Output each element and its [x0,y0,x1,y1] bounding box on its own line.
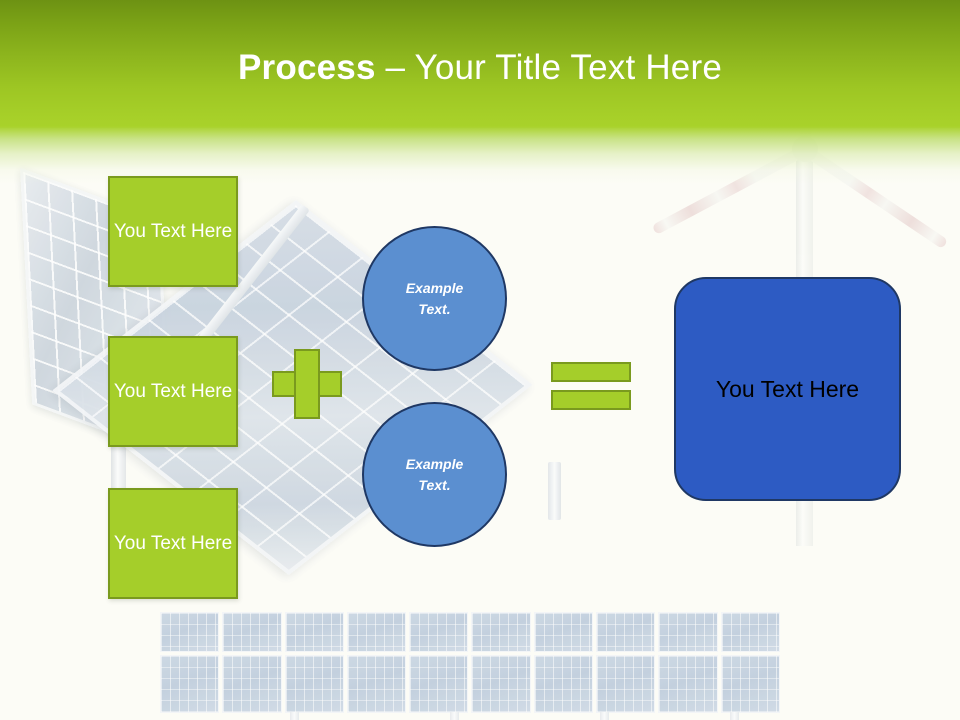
input-box-3-label: You Text Here [113,533,233,554]
plus-icon [272,349,342,419]
array-leg [600,712,609,720]
input-box-2-label: You Text Here [113,381,233,402]
array-leg [450,712,459,720]
array-cell [222,655,282,713]
array-cell [533,655,594,713]
array-leg [730,712,739,720]
example-circle-2-line2: Text. [418,476,451,493]
page-title-bold: Process [238,48,376,87]
result-box-label: You Text Here [715,375,860,402]
array-cell [596,612,656,652]
array-cell [533,612,594,652]
array-cell [284,612,344,652]
array-cell [409,612,469,652]
solar-panel-leg [548,462,561,520]
array-top-deck [160,612,780,652]
title-bar [0,0,960,128]
array-cell [346,655,407,713]
array-cell [596,655,656,713]
input-box-1-label: You Text Here [113,221,233,242]
input-box-2[interactable]: You Text Here [108,336,238,447]
array-cell [720,612,780,652]
solar-panel-array-icon [160,612,780,720]
array-cell [658,612,718,652]
array-cell [658,655,718,713]
array-cell [409,655,469,713]
example-circle-1[interactable]: Example Text. [362,226,507,371]
array-cell [222,612,282,652]
array-leg [290,712,299,720]
example-circle-2[interactable]: Example Text. [362,402,507,547]
example-circle-1-line2: Text. [418,300,451,317]
title-bar-fade [0,126,960,184]
example-circle-1-line1: Example [405,279,464,296]
array-cell [346,612,407,652]
example-circle-2-label: Example Text. [364,454,505,496]
result-box[interactable]: You Text Here [674,277,901,501]
page-title: Process – Your Title Text Here [0,46,960,90]
example-circle-2-line1: Example [405,455,464,472]
array-cell [160,655,220,713]
array-cell [471,655,531,713]
page-title-rest: – Your Title Text Here [375,48,722,87]
array-bottom-deck [160,655,780,713]
array-cell [160,612,220,652]
input-box-3[interactable]: You Text Here [108,488,238,599]
array-cell [471,612,531,652]
example-circle-1-label: Example Text. [364,278,505,320]
plus-center-patch [296,373,318,395]
array-cell [720,655,780,713]
array-cell [284,655,344,713]
equals-icon [551,362,631,412]
equals-top-bar [551,362,631,382]
input-box-1[interactable]: You Text Here [108,176,238,287]
equals-bottom-bar [551,390,631,410]
